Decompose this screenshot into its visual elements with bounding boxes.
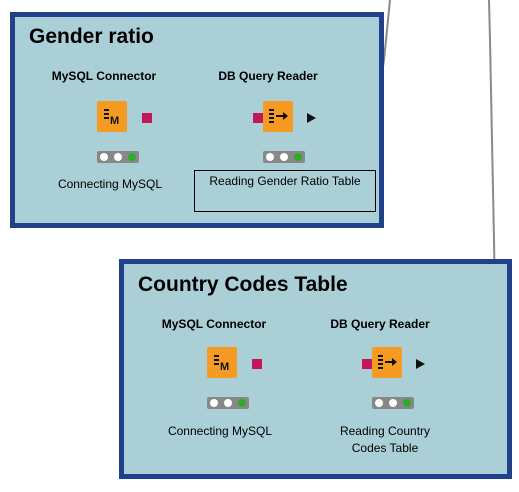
status-traffic-light bbox=[263, 151, 305, 163]
status-traffic-light bbox=[97, 151, 139, 163]
node-title: MySQL Connector bbox=[161, 317, 267, 331]
db-output-port[interactable] bbox=[252, 359, 262, 369]
db-input-port[interactable] bbox=[253, 113, 263, 123]
db-query-reader-icon bbox=[269, 109, 288, 123]
annotation-title: Country Codes Table bbox=[138, 273, 348, 296]
status-traffic-light bbox=[207, 397, 249, 409]
db-input-port[interactable] bbox=[362, 359, 372, 369]
status-dot-green bbox=[403, 399, 411, 407]
node-title: DB Query Reader bbox=[218, 69, 318, 83]
mysql-connector-node[interactable]: M bbox=[97, 101, 127, 132]
status-dot-off bbox=[280, 153, 288, 161]
status-dot-green bbox=[294, 153, 302, 161]
mysql-connector-icon: M bbox=[104, 109, 119, 127]
status-traffic-light bbox=[372, 397, 414, 409]
mysql-connector-icon: M bbox=[214, 355, 229, 373]
db-query-reader-node[interactable] bbox=[263, 101, 293, 132]
node-label[interactable]: Connecting MySQL bbox=[167, 424, 273, 438]
db-query-reader-icon bbox=[378, 355, 397, 369]
status-dot-green bbox=[238, 399, 246, 407]
svg-text:M: M bbox=[110, 115, 119, 127]
node-label[interactable]: Connecting MySQL bbox=[57, 177, 163, 191]
status-dot-off bbox=[210, 399, 218, 407]
status-dot-off bbox=[389, 399, 397, 407]
svg-text:M: M bbox=[220, 361, 229, 373]
status-dot-off bbox=[266, 153, 274, 161]
status-dot-green bbox=[128, 153, 136, 161]
data-output-port[interactable] bbox=[416, 359, 425, 369]
node-title: DB Query Reader bbox=[330, 317, 430, 331]
node-label[interactable]: Reading Country Codes Table bbox=[339, 424, 431, 455]
db-query-reader-node[interactable] bbox=[372, 347, 402, 378]
status-dot-off bbox=[114, 153, 122, 161]
annotation-title: Gender ratio bbox=[29, 25, 154, 48]
node-title: MySQL Connector bbox=[51, 69, 157, 83]
mysql-connector-node[interactable]: M bbox=[207, 347, 237, 378]
db-output-port[interactable] bbox=[142, 113, 152, 123]
data-output-port[interactable] bbox=[307, 113, 316, 123]
annotation-country-codes[interactable]: Country Codes Table bbox=[119, 259, 512, 479]
status-dot-off bbox=[100, 153, 108, 161]
status-dot-off bbox=[375, 399, 383, 407]
node-label-editing[interactable]: Reading Gender Ratio Table bbox=[194, 170, 376, 212]
status-dot-off bbox=[224, 399, 232, 407]
